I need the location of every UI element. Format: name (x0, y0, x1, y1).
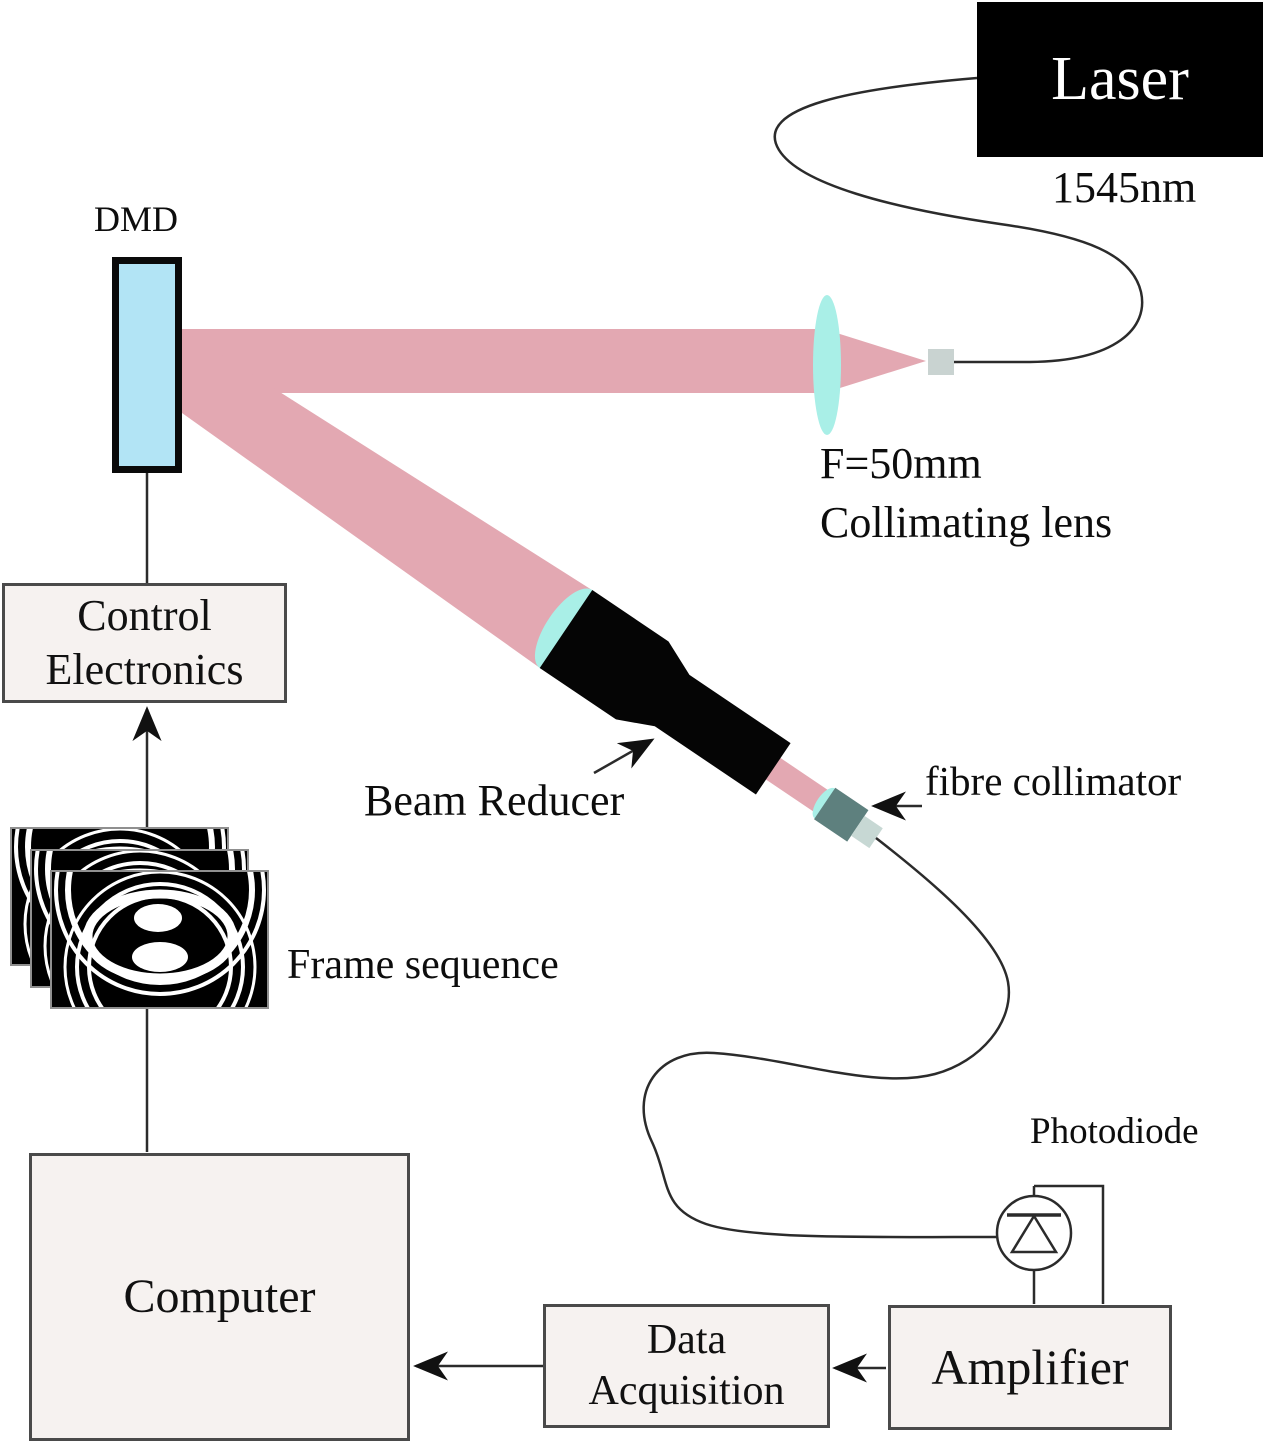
beam-horizontal (182, 329, 926, 393)
daq-line2: Acquisition (588, 1368, 785, 1414)
beam-diagonal (182, 330, 592, 668)
beam-reducer-assembly (534, 588, 883, 849)
data-acquisition-box: Data Acquisition (543, 1304, 830, 1428)
daq-line1: Data (646, 1316, 727, 1363)
lens-label-line2: Collimating lens (820, 498, 1113, 548)
arrow-beam-reducer-label (593, 738, 655, 775)
frame-front (50, 870, 269, 1009)
laser-box: Laser (977, 2, 1263, 157)
laser-fiber (773, 76, 1144, 364)
beam-reducer-body (539, 590, 791, 795)
photodiode-triangle (1009, 1213, 1059, 1254)
computer-box: Computer (29, 1153, 410, 1441)
amplifier-box: Amplifier (888, 1305, 1172, 1430)
amplifier-label: Amplifier (931, 1339, 1129, 1395)
control-electronics-box: Control Electronics (2, 583, 287, 703)
frame-pattern (54, 872, 266, 1007)
detector-fiber (642, 837, 1011, 1239)
dmd-label: DMD (94, 199, 179, 239)
wavelength-label: 1545nm (1052, 163, 1197, 212)
control-line1: Control (77, 591, 212, 641)
laser-label: Laser (1051, 45, 1189, 113)
beam-reducer-label: Beam Reducer (364, 776, 625, 825)
frame-sequence-label: Frame sequence (287, 942, 559, 988)
fiber-tip (928, 349, 954, 375)
photodiode-cathode-wire (1034, 1184, 1105, 1304)
fibre-collimator-body (814, 787, 869, 842)
photodiode-label: Photodiode (1030, 1111, 1199, 1152)
fibre-collimator-label: fibre collimator (925, 758, 1182, 804)
dmd-chip (112, 257, 182, 473)
collimating-lens-label: F=50mm Collimating lens (820, 434, 1112, 553)
computer-label: Computer (123, 1269, 316, 1323)
fibre-collimator-tip (851, 815, 883, 849)
collimating-lens (813, 295, 841, 435)
control-line2: Electronics (45, 645, 244, 694)
lens-label-line1: F=50mm (820, 439, 982, 488)
